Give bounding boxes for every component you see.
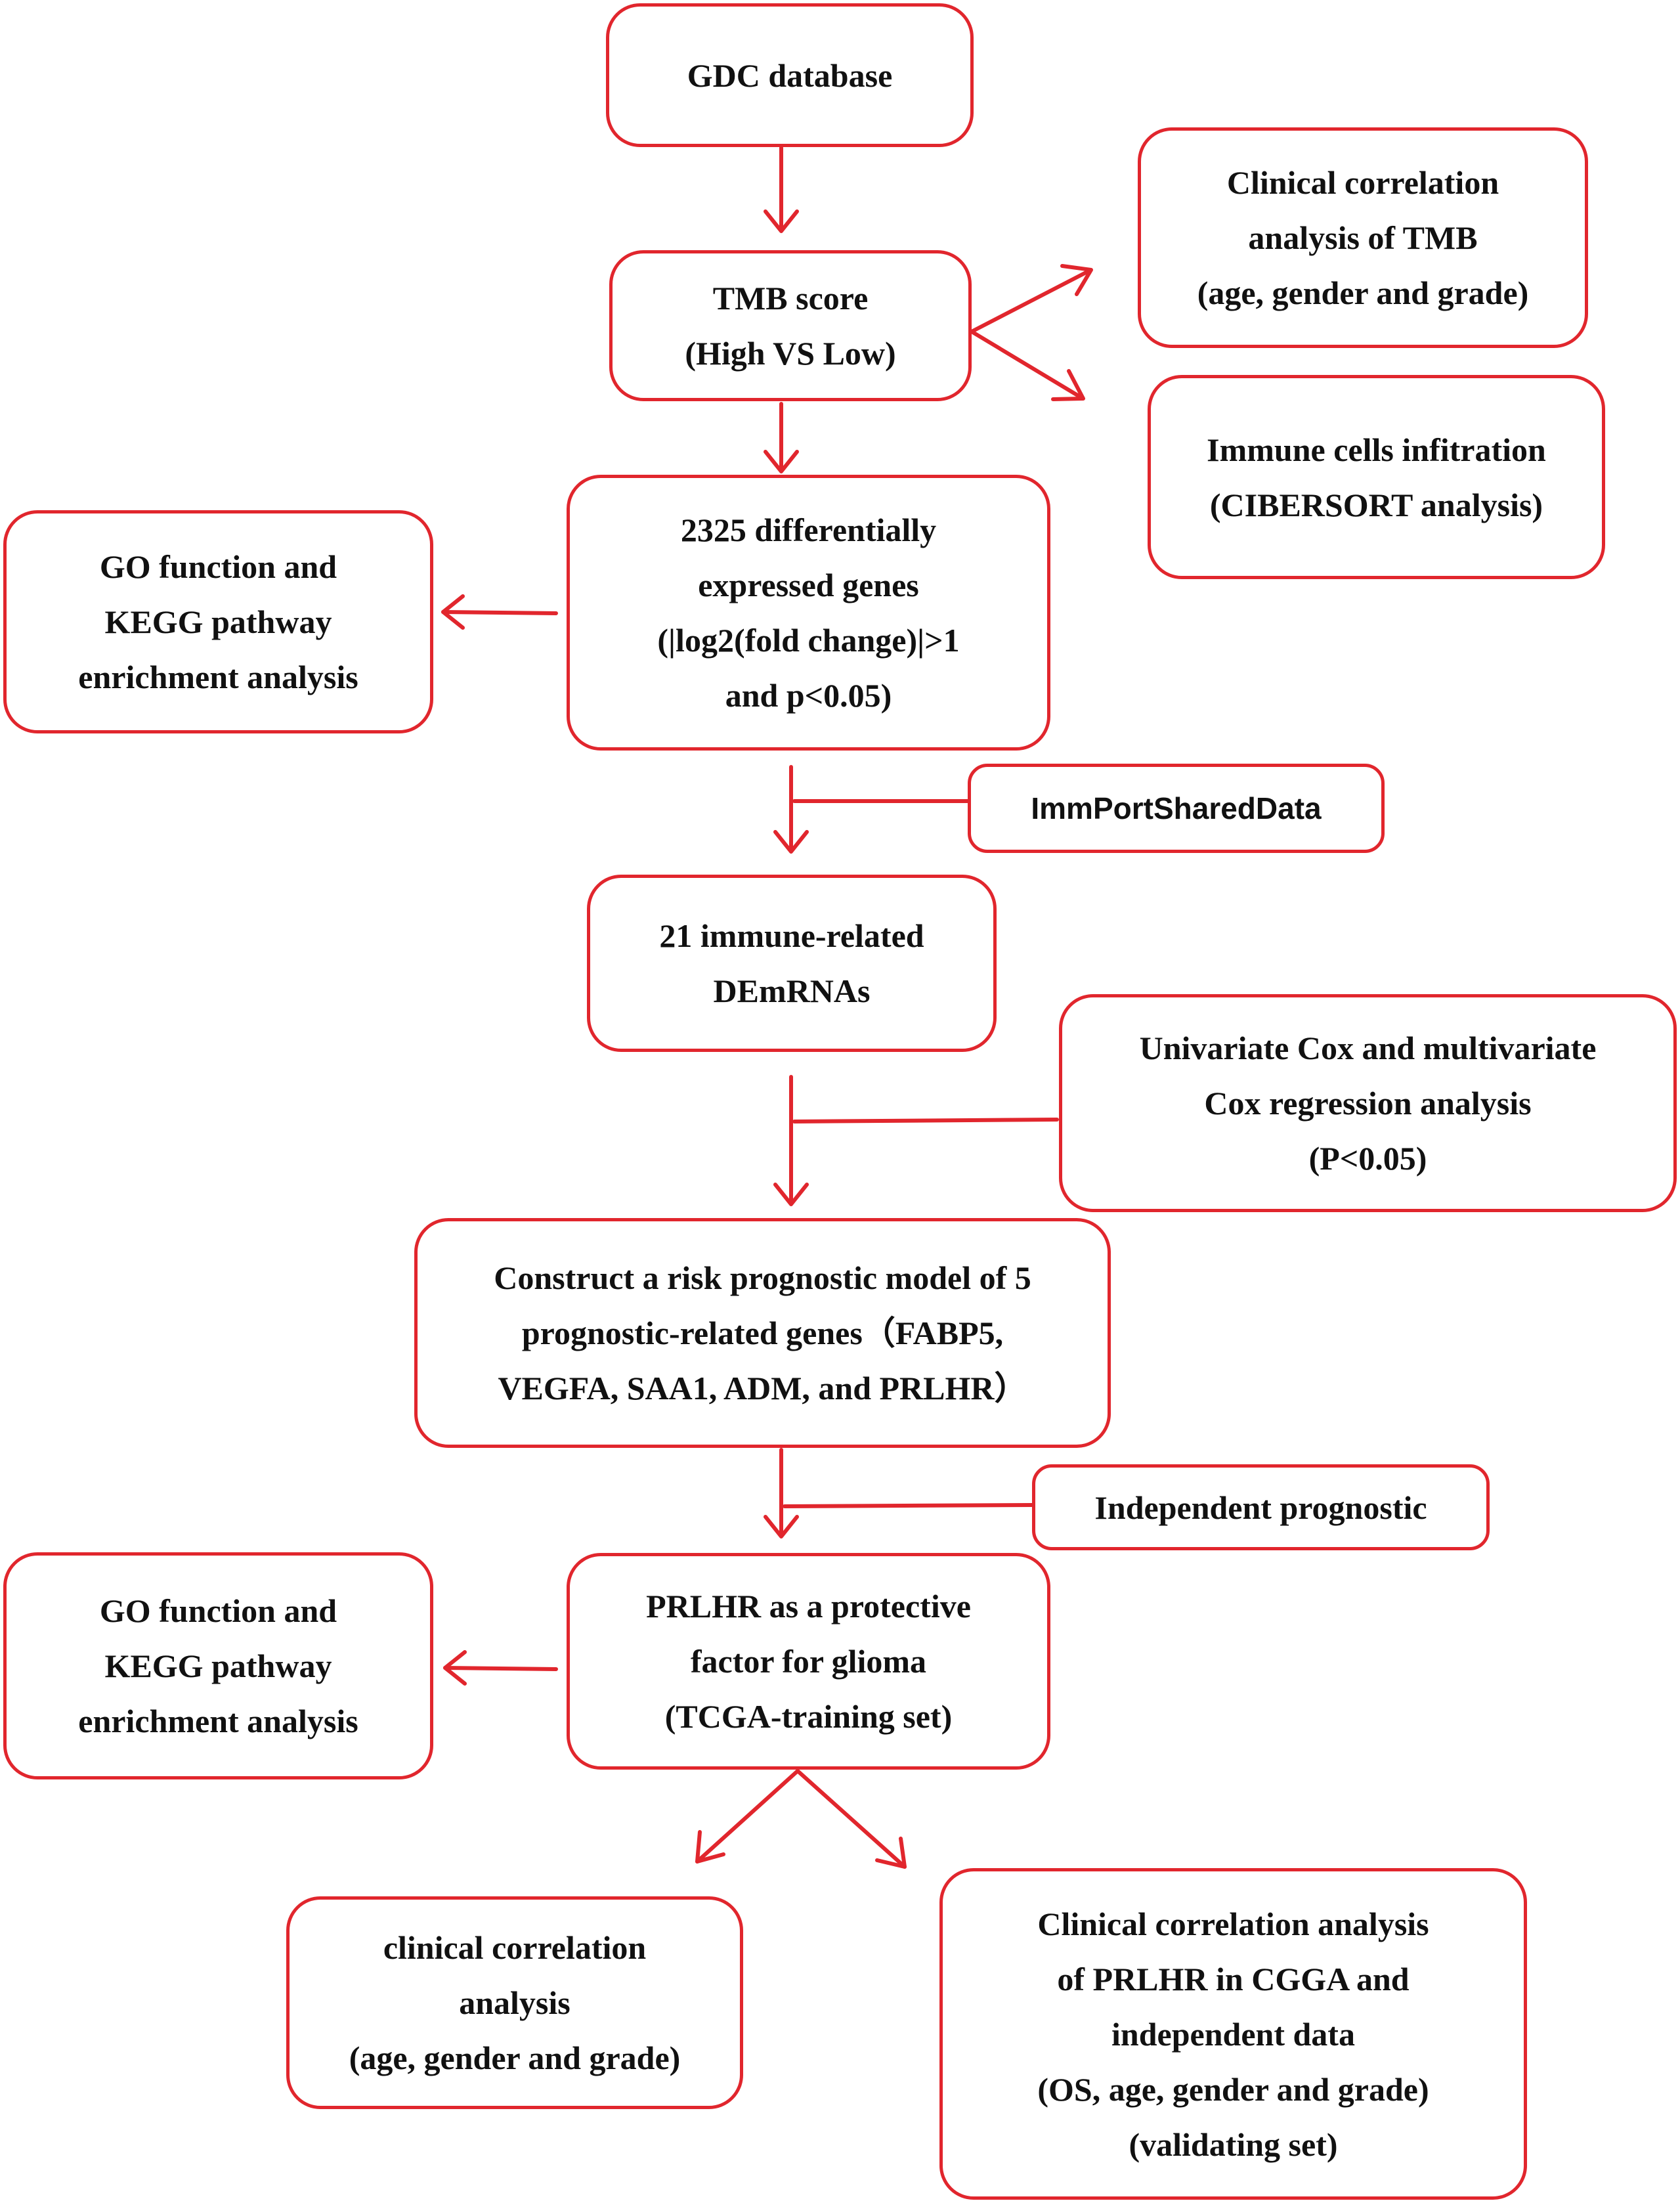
arrow-prlhr-to-clinical-prlhr (796, 1769, 907, 1869)
node-immport-shared-data: ImmPortSharedData (968, 764, 1385, 853)
node-go-kegg-2-label: GO function and KEGG pathway enrichment … (78, 1592, 358, 1739)
node-clinical-correlation-label: clinical correlation analysis (age, gend… (349, 1929, 681, 2076)
arrow-prlhr-to-clinical (695, 1769, 800, 1864)
node-risk-model: Construct a risk prognostic model of 5 p… (414, 1218, 1111, 1448)
node-immune-related-demrnas-label: 21 immune-related DEmRNAs (659, 917, 924, 1009)
arrow-tmb-to-clinical (970, 269, 1092, 334)
arrowhead-immune-related-to-model (773, 1183, 809, 1206)
node-cox-regression: Univariate Cox and multivariate Cox regr… (1059, 994, 1677, 1212)
node-risk-model-label: Construct a risk prognostic model of 5 p… (494, 1259, 1031, 1407)
node-clinical-prlhr-validation-label: Clinical correlation analysis of PRLHR i… (1037, 1905, 1429, 2163)
node-differential-genes: 2325 differentially expressed genes (|lo… (567, 475, 1050, 751)
node-prlhr-protective: PRLHR as a protective factor for glioma … (567, 1553, 1050, 1770)
node-tmb-score: TMB score (High VS Low) (609, 250, 972, 401)
node-tmb-score-label: TMB score (High VS Low) (685, 280, 896, 372)
node-cox-regression-label: Univariate Cox and multivariate Cox regr… (1139, 1030, 1597, 1177)
node-go-kegg-1: GO function and KEGG pathway enrichment … (3, 510, 433, 733)
arrowhead-tmb-to-deg (764, 450, 799, 473)
connector-independent (783, 1503, 1034, 1508)
node-immune-cells: Immune cells infitration (CIBERSORT anal… (1148, 375, 1605, 579)
arrowhead-tmb-to-immune (1051, 369, 1085, 401)
node-clinical-tmb: Clinical correlation analysis of TMB (ag… (1138, 127, 1588, 348)
node-immune-cells-label: Immune cells infitration (CIBERSORT anal… (1207, 431, 1546, 523)
arrowhead-gdc-to-tmb (764, 209, 799, 233)
node-independent-prognostic: Independent prognostic (1032, 1464, 1490, 1550)
arrowhead-prlhr-to-go2 (443, 1650, 467, 1686)
arrow-tmb-to-immune (970, 330, 1084, 400)
node-prlhr-protective-label: PRLHR as a protective factor for glioma … (646, 1588, 971, 1735)
node-independent-prognostic-label: Independent prognostic (1094, 1489, 1427, 1526)
arrowhead-prlhr-to-clinical-prlhr (875, 1837, 907, 1869)
arrowhead-prlhr-to-clinical (695, 1830, 725, 1864)
node-go-kegg-1-label: GO function and KEGG pathway enrichment … (78, 548, 358, 695)
node-differential-genes-label: 2325 differentially expressed genes (|lo… (657, 512, 960, 714)
arrowhead-tmb-to-clinical (1060, 264, 1093, 296)
node-clinical-correlation: clinical correlation analysis (age, gend… (286, 1896, 743, 2109)
node-go-kegg-2: GO function and KEGG pathway enrichment … (3, 1552, 433, 1779)
node-clinical-prlhr-validation: Clinical correlation analysis of PRLHR i… (939, 1868, 1527, 2200)
arrowhead-deg-to-go1 (441, 594, 465, 630)
connector-cox (792, 1118, 1059, 1123)
node-gdc-database-label: GDC database (687, 56, 893, 94)
node-immune-related-demrnas: 21 immune-related DEmRNAs (587, 875, 997, 1052)
arrowhead-model-to-prlhr (764, 1515, 799, 1538)
arrowhead-deg-to-immune-related (773, 830, 809, 854)
arrow-prlhr-to-go2 (443, 1666, 558, 1671)
node-clinical-tmb-label: Clinical correlation analysis of TMB (ag… (1197, 164, 1529, 311)
arrow-deg-to-go1 (441, 610, 558, 615)
node-immport-shared-data-label: ImmPortSharedData (1031, 791, 1322, 825)
node-gdc-database: GDC database (606, 3, 974, 147)
